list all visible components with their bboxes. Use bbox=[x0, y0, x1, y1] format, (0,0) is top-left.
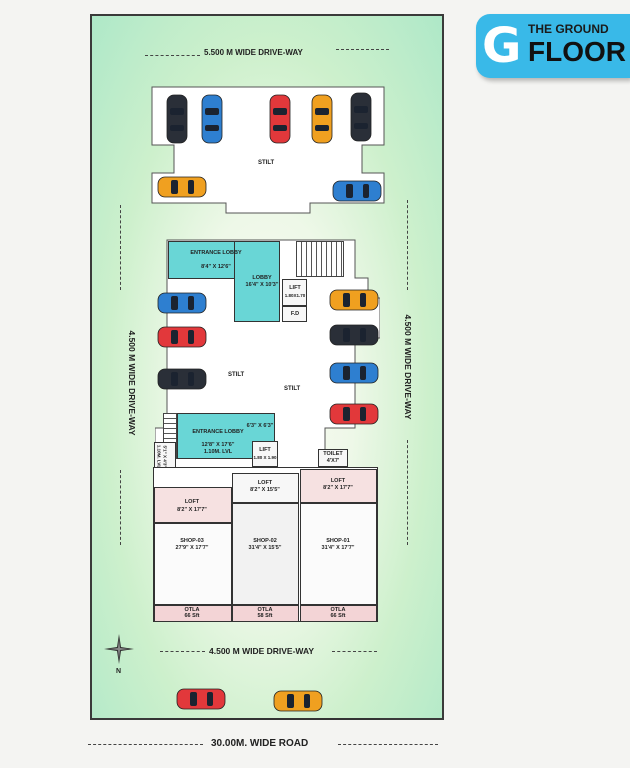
stilt-label-left: STILT bbox=[228, 372, 245, 378]
lift-1 bbox=[282, 279, 307, 306]
shop-02-size: 31'4" X 15'5" bbox=[248, 545, 282, 551]
shop-03-size: 27'9" X 17'7" bbox=[175, 545, 209, 551]
lift-2 bbox=[252, 441, 278, 467]
staircase-upper bbox=[296, 241, 344, 277]
left-driveway-line-top bbox=[120, 205, 121, 290]
fd-name: F.D bbox=[290, 311, 300, 317]
bottom-driveway-arrow-left bbox=[160, 651, 205, 652]
car-icon bbox=[329, 362, 379, 384]
shop-02 bbox=[232, 503, 299, 605]
bottom-driveway-arrow-right bbox=[332, 651, 377, 652]
shop-03 bbox=[154, 523, 232, 605]
shop-01-otla-area: 66 Sft bbox=[330, 613, 346, 619]
car-icon bbox=[157, 292, 207, 314]
car-icon bbox=[176, 688, 226, 710]
entrance-lobby-1-name: ENTRANCE LOBBY bbox=[190, 250, 242, 256]
car-icon bbox=[329, 289, 379, 311]
toilet-size: 4'X7' bbox=[326, 458, 340, 464]
top-driveway-arrow-right bbox=[336, 49, 389, 50]
car-icon bbox=[201, 94, 223, 144]
toilet bbox=[318, 449, 348, 467]
shop-03-otla bbox=[154, 605, 232, 622]
shop-01 bbox=[300, 503, 377, 605]
shop-03-loft-label: LOFT bbox=[184, 499, 200, 505]
shop-03-loft-size: 8'2" X 17'7" bbox=[177, 507, 207, 513]
right-driveway-line-bottom bbox=[407, 440, 408, 545]
shop-01-name: SHOP-01 bbox=[326, 538, 350, 544]
car-icon bbox=[273, 690, 323, 712]
car-icon bbox=[311, 94, 333, 144]
shop-01-loft-size: 8'2" X 17'7" bbox=[323, 485, 353, 491]
shop-01-otla bbox=[300, 605, 377, 622]
shop-02-loft bbox=[232, 473, 299, 503]
car-icon bbox=[332, 180, 382, 202]
car-icon bbox=[157, 368, 207, 390]
entrance-lobby-2-level: 1.10M. LVL bbox=[203, 449, 233, 455]
lift-2-size: 1.80 X 1.90 bbox=[253, 455, 277, 460]
stilt-label-top: STILT bbox=[258, 160, 275, 166]
shop-02-loft-label: LOFT bbox=[257, 480, 273, 486]
lift-2-name: LIFT bbox=[259, 447, 271, 453]
shop-02-name: SHOP-02 bbox=[253, 538, 277, 544]
left-driveway-label: 4.500 M WIDE DRIVE-WAY bbox=[127, 330, 137, 436]
entrance-lobby-1-size: 8'4" X 12'6" bbox=[201, 264, 231, 270]
bottom-driveway-label: 4.500 M WIDE DRIVE-WAY bbox=[209, 646, 315, 656]
car-icon bbox=[269, 94, 291, 144]
car-icon bbox=[157, 326, 207, 348]
shop-01-loft-label: LOFT bbox=[330, 478, 346, 484]
shop-03-loft bbox=[154, 487, 232, 523]
shop-02-otla bbox=[232, 605, 299, 622]
shop-02-otla-area: 58 Sft bbox=[257, 613, 273, 619]
compass-north-label: N bbox=[116, 668, 122, 675]
shop-01-size: 31'4" X 17'7" bbox=[321, 545, 355, 551]
top-driveway-arrow-left bbox=[145, 55, 200, 56]
road-edge-line bbox=[150, 718, 380, 720]
shop-01-loft bbox=[300, 469, 377, 503]
car-icon bbox=[329, 403, 379, 425]
left-driveway-line-bottom bbox=[120, 470, 121, 545]
shop-01-otla-label: OTLA bbox=[330, 607, 346, 613]
fire-duct bbox=[282, 306, 307, 322]
stilt-label-right: STILT bbox=[284, 386, 301, 392]
badge-line2: FLOOR bbox=[528, 36, 626, 67]
shop-03-name: SHOP-03 bbox=[180, 538, 204, 544]
badge-line1: THE GROUND bbox=[528, 22, 609, 36]
compass-rose-icon bbox=[104, 634, 134, 664]
car-icon bbox=[329, 324, 379, 346]
lobby bbox=[234, 241, 280, 322]
toilet-name: TOILET bbox=[323, 451, 343, 457]
right-driveway-label: 4.500 M WIDE DRIVE-WAY bbox=[403, 314, 413, 420]
lobby-size: 16'4" X 10'3" bbox=[245, 282, 279, 288]
main-road-arrow-right bbox=[338, 744, 438, 745]
shop-02-loft-size: 8'2" X 15'5" bbox=[250, 487, 280, 493]
car-icon bbox=[166, 94, 188, 144]
right-driveway-line-top bbox=[407, 200, 408, 290]
car-icon bbox=[350, 92, 372, 142]
top-driveway-label: 5.500 M WIDE DRIVE-WAY bbox=[204, 48, 303, 57]
badge-letter: G bbox=[482, 18, 522, 74]
main-road-label: 30.00M. WIDE ROAD bbox=[211, 738, 309, 749]
entrance-lobby-2-size: 12'8" X 17'6" bbox=[201, 442, 235, 448]
lobby-name: LOBBY bbox=[252, 275, 272, 281]
shop-03-otla-label: OTLA bbox=[184, 607, 200, 613]
floor-badge: G THE GROUND FLOOR bbox=[476, 14, 630, 78]
main-road-arrow-left bbox=[88, 744, 203, 745]
lift-1-size: 1.80X1.70 bbox=[284, 293, 306, 298]
lift-1-name: LIFT bbox=[289, 285, 301, 291]
entrance-lobby-2-name: ENTRANCE LOBBY bbox=[192, 429, 244, 435]
shop-02-otla-label: OTLA bbox=[257, 607, 273, 613]
small-room-size: 6'3" X 6'3" bbox=[246, 423, 274, 429]
car-icon bbox=[157, 176, 207, 198]
shop-03-otla-area: 66 Sft bbox=[184, 613, 200, 619]
